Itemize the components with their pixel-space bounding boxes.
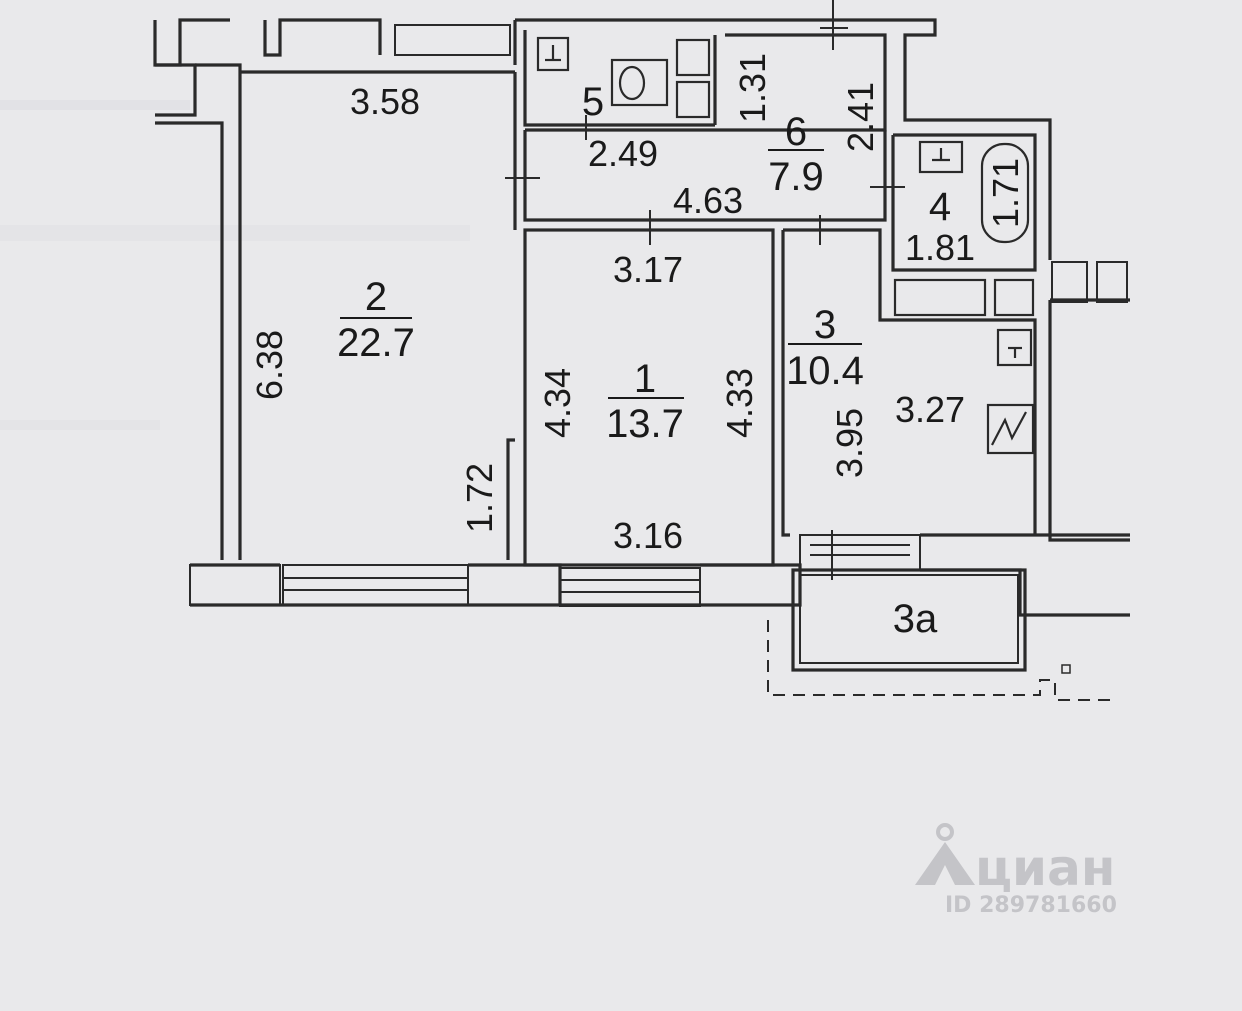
room-6-number: 6 xyxy=(785,110,807,154)
watermark: циан ID 289781660 xyxy=(915,823,1117,918)
dim-room1-bottom: 3.16 xyxy=(613,515,683,556)
room-1-area: 13.7 xyxy=(606,402,684,446)
balcony-number: 3а xyxy=(893,597,938,641)
balcony-label: 3а xyxy=(893,597,938,641)
room-6-area: 7.9 xyxy=(768,155,824,199)
room-1-number: 1 xyxy=(634,357,656,401)
watermark-brand: циан xyxy=(975,839,1115,897)
room-3-label: 3 10.4 xyxy=(786,303,864,393)
fixtures xyxy=(505,0,1035,580)
room-5-number: 5 xyxy=(582,80,604,124)
room-4-area: 1.81 xyxy=(905,227,975,268)
dim-room6-height: 2.41 xyxy=(840,82,881,152)
background-texture xyxy=(0,100,470,430)
dimension-labels: 3.58 6.38 1.72 2.49 1.31 2.41 4.63 3.17 … xyxy=(249,53,1026,556)
dim-room3-height: 3.95 xyxy=(829,408,870,478)
room-3-number: 3 xyxy=(814,303,836,347)
dim-room6-width: 4.63 xyxy=(673,180,743,221)
dim-room1-left: 4.34 xyxy=(537,368,578,438)
dim-room3-width: 3.27 xyxy=(895,389,965,430)
dim-room4-bath: 1.71 xyxy=(985,158,1026,228)
room-1-label: 1 13.7 xyxy=(606,357,684,446)
room-2-label: 2 22.7 xyxy=(337,275,415,365)
room-2-number: 2 xyxy=(365,275,387,319)
dim-room1-top: 3.17 xyxy=(613,249,683,290)
balcony-dashed-outline xyxy=(767,620,1110,701)
dim-room2-left: 6.38 xyxy=(249,330,290,400)
room-3-area: 10.4 xyxy=(786,349,864,393)
room-5-label: 5 xyxy=(582,80,604,124)
location-pin-icon xyxy=(915,823,975,885)
room-4-number: 4 xyxy=(929,185,951,229)
dim-room1-right: 4.33 xyxy=(719,368,760,438)
room-4-label: 4 1.81 xyxy=(905,185,975,268)
room-6-label: 6 7.9 xyxy=(768,110,824,199)
dim-room5-height: 1.31 xyxy=(732,53,773,123)
dim-room5-width: 2.49 xyxy=(588,133,658,174)
watermark-id: ID 289781660 xyxy=(945,893,1117,918)
walls xyxy=(153,18,1130,672)
dim-room2-right: 1.72 xyxy=(459,463,500,533)
room-2-area: 22.7 xyxy=(337,321,415,365)
dim-room2-top: 3.58 xyxy=(350,81,420,122)
